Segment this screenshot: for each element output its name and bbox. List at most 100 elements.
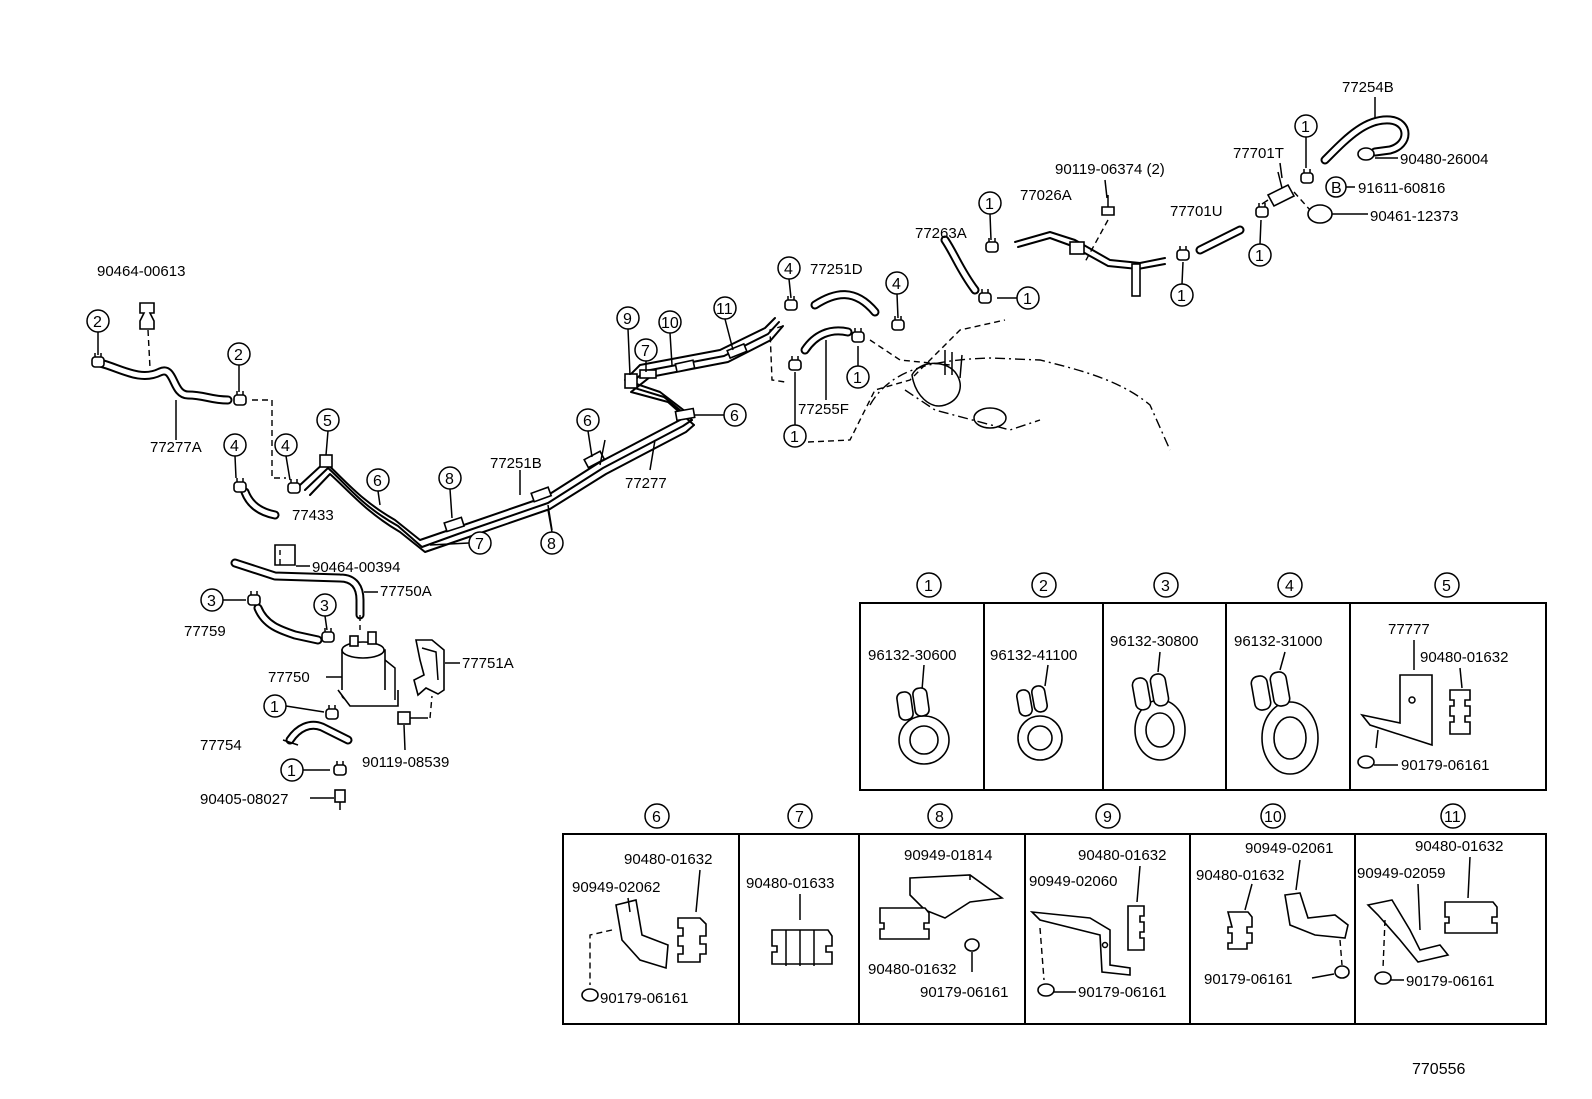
- table-callout-2: 2: [1039, 578, 1048, 595]
- callout-9-a: 9: [623, 311, 632, 328]
- table-callout-11: 11: [1444, 809, 1461, 826]
- callout-6-b: 6: [583, 413, 592, 430]
- hose-77701U: [1176, 202, 1269, 261]
- callout-1-a: 1: [853, 370, 862, 387]
- callout-1-b: 1: [790, 429, 799, 446]
- bracket-11-clip: 90480-01632: [1415, 838, 1503, 855]
- callout-5-diagram: 5: [323, 413, 332, 430]
- label-77277A: 77277A: [150, 439, 202, 456]
- bracket-8-bolt: 90179-06161: [920, 984, 1008, 1001]
- table-callout-6: 6: [652, 809, 661, 826]
- label-77251B: 77251B: [490, 455, 542, 472]
- callout-4-b: 4: [281, 438, 290, 455]
- hose-77254B: [1300, 115, 1410, 184]
- clamp-5-bolt: 90179-06161: [1401, 757, 1489, 774]
- bracket-11-bolt: 90179-06161: [1406, 973, 1494, 990]
- bracket-6-bolt: 90179-06161: [600, 990, 688, 1007]
- callout-2-a: 2: [93, 314, 102, 331]
- bracket-9-bolt: 90179-06161: [1078, 984, 1166, 1001]
- callout-6-c: 6: [730, 408, 739, 425]
- bracket-7-clip: 90480-01633: [746, 875, 834, 892]
- bracket-6-drawing: [581, 869, 707, 1002]
- callout-11-a: 11: [716, 301, 733, 318]
- clamp-2-drawing: [1015, 664, 1063, 761]
- hose-77255F: [788, 326, 865, 371]
- bracket-6-clip: 90480-01632: [624, 851, 712, 868]
- clamp-1-drawing: [896, 664, 950, 765]
- table-callout-9: 9: [1103, 809, 1112, 826]
- bracket-table: 6 7 8 9 10 11 90480-01632 90949-02062 90…: [562, 803, 1547, 1025]
- bracket-8-bracket: 90949-01814: [904, 847, 992, 864]
- hose-77251D: [784, 290, 905, 331]
- label-90464-00394: 90464-00394: [312, 559, 400, 576]
- label-77759: 77759: [184, 623, 226, 640]
- clamp-2-part: 96132-41100: [990, 647, 1077, 664]
- bracket-9-bracket: 90949-02060: [1029, 873, 1117, 890]
- label-77026A: 77026A: [1020, 187, 1072, 204]
- tube-assembly-77277: [299, 317, 786, 553]
- clamp-1-part: 96132-30600: [868, 647, 956, 664]
- hose-77759: [247, 590, 335, 645]
- bracket-8-drawing: [879, 874, 1005, 972]
- label-77251D: 77251D: [810, 261, 863, 278]
- label-77750A: 77750A: [380, 583, 432, 600]
- bracket-10-bracket: 90949-02061: [1245, 840, 1333, 857]
- fuel-tank-outline: [869, 350, 1171, 451]
- table-callout-10: 10: [1264, 809, 1282, 826]
- label-77277: 77277: [625, 475, 667, 492]
- bolt-90405-08027: [334, 789, 346, 810]
- label-90464-00613: 90464-00613: [97, 263, 185, 280]
- hose-77750A: [230, 544, 365, 620]
- callout-7-b: 7: [641, 343, 650, 360]
- table-callout-4: 4: [1285, 578, 1294, 595]
- label-77254B: 77254B: [1342, 79, 1394, 96]
- bracket-77751A: [413, 639, 445, 697]
- callout-3-b: 3: [320, 598, 329, 615]
- clamp-5-clip: 90480-01632: [1420, 649, 1508, 666]
- callout-8-b: 8: [547, 536, 556, 553]
- callout-3-a: 3: [207, 593, 216, 610]
- hose-77433: [233, 477, 301, 520]
- bracket-11-drawing: [1366, 856, 1498, 985]
- label-77255F: 77255F: [798, 401, 849, 418]
- label-77701U: 77701U: [1170, 203, 1223, 220]
- callout-8-a: 8: [445, 471, 454, 488]
- bracket-10-clip: 90480-01632: [1196, 867, 1284, 884]
- callout-6-a: 6: [373, 473, 382, 490]
- label-91611-60816: 91611-60816: [1358, 180, 1445, 197]
- hose-77263A: [940, 235, 999, 304]
- clamp-3-part: 96132-30800: [1110, 633, 1198, 650]
- table-callout-1: 1: [924, 578, 933, 595]
- clamp-5-drawing: [1357, 640, 1471, 769]
- label-77754: 77754: [200, 737, 242, 754]
- callout-1-c: 1: [985, 196, 994, 213]
- bracket-10-drawing: [1226, 859, 1350, 979]
- label-77751A: 77751A: [462, 655, 514, 672]
- bracket-8-clip: 90480-01632: [868, 961, 956, 978]
- callout-7-a: 7: [475, 536, 484, 553]
- bracket-10-bolt: 90179-06161: [1204, 971, 1292, 988]
- label-90119-06374: 90119-06374 (2): [1055, 161, 1165, 178]
- callout-1-i: 1: [287, 763, 296, 780]
- clamp-5-bracket: 77777: [1388, 621, 1430, 638]
- bracket-9-drawing: [1029, 865, 1145, 997]
- table-callout-8: 8: [935, 809, 944, 826]
- clamp-3-drawing: [1131, 651, 1186, 761]
- callout-10-a: 10: [661, 315, 679, 332]
- label-90480-26004: 90480-26004: [1400, 151, 1488, 168]
- bracket-7-drawing: [771, 894, 833, 966]
- label-77750: 77750: [268, 669, 310, 686]
- table-callout-5: 5: [1442, 578, 1451, 595]
- bracket-9-clip: 90480-01632: [1078, 847, 1166, 864]
- callout-2-b: 2: [234, 347, 243, 364]
- callout-4-d: 4: [892, 276, 901, 293]
- callout-1-f: 1: [1255, 248, 1264, 265]
- callout-1-e: 1: [1177, 288, 1186, 305]
- table-callout-7: 7: [795, 809, 804, 826]
- hose-77754: [282, 704, 353, 746]
- label-77263A: 77263A: [915, 225, 967, 242]
- canister-77750: [337, 631, 399, 707]
- pipe-77026A: [1014, 195, 1166, 297]
- callout-1-h: 1: [270, 699, 279, 716]
